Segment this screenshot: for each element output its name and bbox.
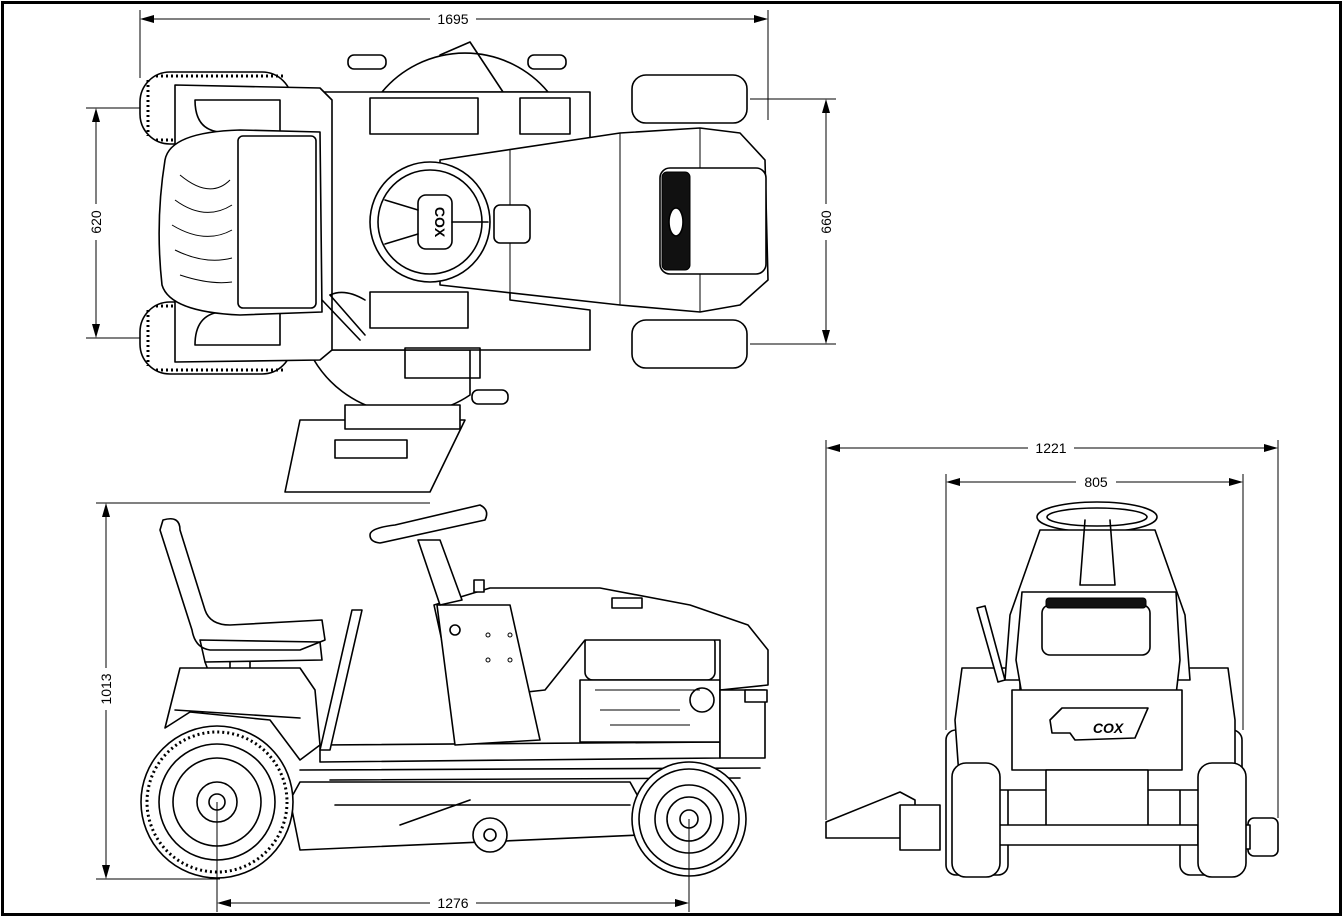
dim-side-height: 1013	[98, 673, 114, 704]
dim-top-length: 1695	[437, 11, 468, 27]
front-view: COX	[825, 501, 1279, 878]
top-view: COX	[139, 41, 769, 493]
front-view-logo: COX	[1093, 720, 1125, 736]
top-view-steering-logo: COX	[432, 207, 448, 238]
dim-top-front-width: 660	[818, 210, 834, 234]
dim-front-total-width: 1221	[1035, 440, 1066, 456]
front-view-dimensions: 1221 805	[825, 440, 1279, 820]
top-view-dimensions: 1695 620 660	[86, 10, 836, 345]
dim-top-rear-width: 620	[88, 210, 104, 234]
dim-side-wheelbase: 1276	[437, 895, 468, 911]
side-view	[140, 504, 769, 879]
dim-front-track-width: 805	[1084, 474, 1108, 490]
side-view-dimensions: 1013 1276	[96, 502, 690, 912]
